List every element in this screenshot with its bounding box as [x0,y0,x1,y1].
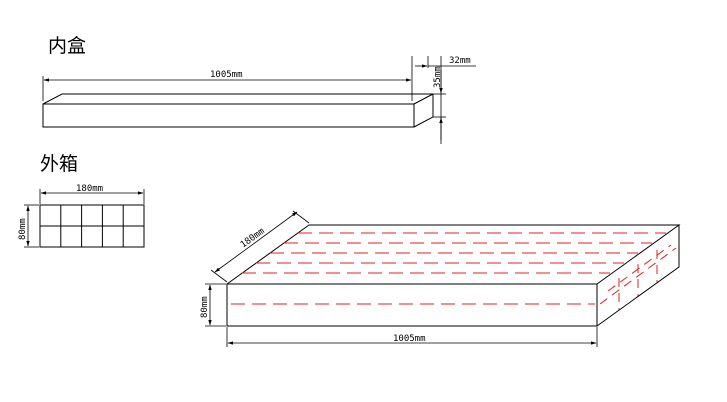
inner-height-dimension: 35mm [433,56,446,144]
outer-box-front-face [226,283,598,327]
inner-box-title: 内盒 [48,35,86,57]
inner-width-dimension: 32mm [415,56,476,68]
inner-length-label: 1005mm [210,70,243,80]
outer-length-dimension: 1005mm [226,327,598,347]
inner-width-label: 32mm [449,56,471,66]
outer-box-top-face [226,224,681,285]
inner-height-label: 35mm [433,66,443,88]
outer-box-drawing [226,224,681,327]
outer-length-label: 1005mm [393,334,426,344]
inner-box-front-face [42,103,415,128]
end-height-dimension: 80mm [18,204,39,248]
outer-front-height-dimension: 80mm [200,283,226,327]
outer-depth-dimension: 180mm [210,210,310,283]
outer-box-title: 外箱 [40,153,78,175]
end-width-label: 180mm [76,184,103,194]
top-face-dashed-lines [242,232,666,274]
side-face-dashed-lines [599,244,677,310]
outer-end-view [39,204,145,248]
outer-box-side-face [596,225,680,327]
inner-length-dimension: 1005mm [42,56,413,101]
inner-box-top-face [42,93,434,105]
end-width-dimension: 180mm [39,184,145,204]
outer-front-height-label: 80mm [200,296,210,318]
end-view-grid [40,205,144,247]
inner-box-drawing [42,93,434,128]
outer-depth-label: 180mm [239,226,267,250]
end-height-label: 80mm [18,218,28,240]
